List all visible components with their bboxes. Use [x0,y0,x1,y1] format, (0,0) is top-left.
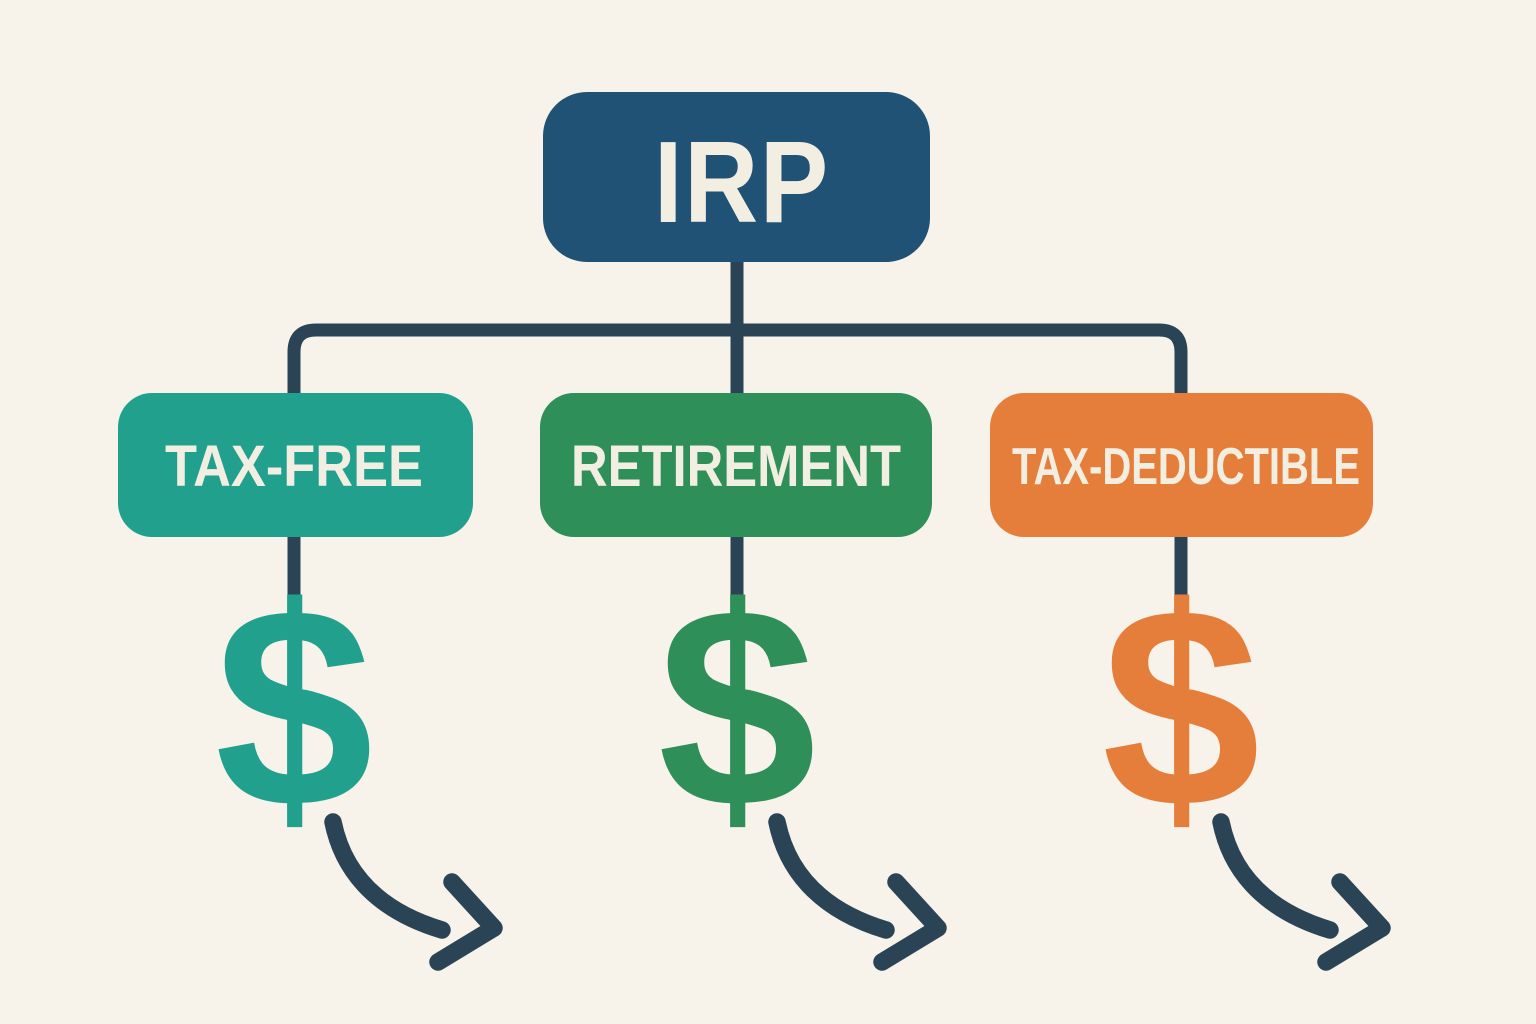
arrow-head-icon [1317,873,1391,971]
dollar-sign-icon: $ [658,549,817,867]
curved-arrow-down-right-icon [768,813,947,971]
curved-arrow-down-right-icon [324,813,503,971]
arrow-shaft [1212,813,1339,939]
root-node-irp: IRP [543,92,930,262]
arrow-head-icon [873,873,947,971]
arrow-shaft [768,813,895,939]
branch-retirement: RETIREMENT $ [540,393,947,971]
branch-tax-free: TAX-FREE $ [118,393,503,971]
tax-deductible-label: TAX-DEDUCTIBLE [1012,438,1360,496]
retirement-label: RETIREMENT [571,434,901,499]
retirement-box [540,393,932,537]
tax-free-label: TAX-FREE [165,434,423,499]
irp-label: IRP [654,117,830,247]
connector-tree [287,258,1188,602]
tax-deductible-box [990,393,1373,537]
tax-free-box [118,393,473,537]
curved-arrow-down-right-icon [1212,813,1391,971]
dollar-sign-icon: $ [1102,549,1261,867]
arrow-shaft [324,813,451,939]
irp-box [543,92,930,262]
arrow-head-icon [429,873,503,971]
connector-horizontal-rail [287,323,1188,402]
dollar-sign-icon: $ [215,549,374,867]
branch-tax-deductible: TAX-DEDUCTIBLE $ [990,393,1391,971]
